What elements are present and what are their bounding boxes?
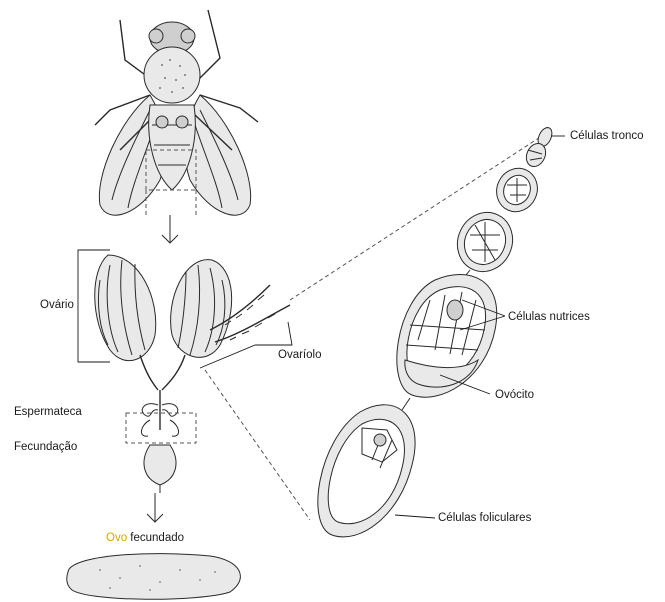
arrow-down-2 <box>147 493 163 522</box>
label-ovariolo: Ovaríolo <box>278 349 321 361</box>
ovariole-detail <box>318 125 555 537</box>
ovary-illustration <box>95 255 290 493</box>
label-ovo-fecundado: Ovo fecundado <box>106 532 184 544</box>
label-ovocito: Ovócito <box>495 389 534 401</box>
label-espermateca: Espermateca <box>14 406 82 418</box>
fruit-fly-illustration <box>95 10 258 215</box>
zoom-line-top <box>290 132 548 300</box>
leader-celulas-foliculares <box>395 515 435 518</box>
label-celulas-foliculares: Células foliculares <box>438 512 532 524</box>
zoom-line-bottom <box>205 370 310 520</box>
label-fecundado: fecundado <box>127 532 184 544</box>
label-ovario: Ovário <box>40 299 74 311</box>
label-ovo-highlight: Ovo <box>106 532 127 544</box>
label-celulas-tronco: Células tronco <box>570 130 644 142</box>
label-celulas-nutrices: Células nutrices <box>508 311 590 323</box>
fertilized-egg <box>67 554 241 600</box>
arrow-down-1 <box>162 215 178 243</box>
label-fecundacao: Fecundação <box>14 441 77 453</box>
